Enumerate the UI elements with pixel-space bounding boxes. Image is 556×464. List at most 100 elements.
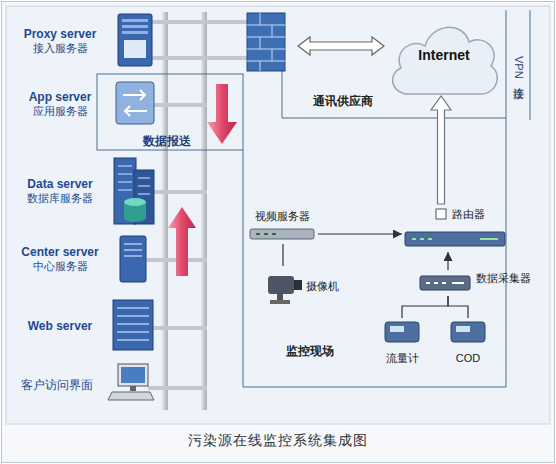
node-label: Proxy server — [12, 27, 108, 41]
node-label: 数据库服务器 — [12, 191, 108, 205]
annotation-label: VPN连接 — [511, 56, 526, 79]
node-label: Web server — [12, 319, 108, 333]
label-block: 客户访问界面 — [6, 362, 108, 408]
bus-link — [151, 103, 207, 107]
server-stripe — [117, 308, 149, 340]
monitor-icon — [118, 364, 148, 386]
label-block: App server应用服务器 — [12, 80, 108, 128]
server-node: App server应用服务器 — [12, 80, 152, 128]
connector — [448, 296, 468, 318]
connector — [318, 233, 402, 234]
node-label: Center server — [12, 245, 108, 259]
label-block: Center server中心服务器 — [12, 235, 108, 283]
connector — [402, 296, 448, 318]
node-label: COD — [444, 351, 492, 365]
node-label: 视频服务器 — [246, 209, 318, 223]
device-lights — [412, 238, 498, 240]
database-cylinder — [124, 198, 146, 206]
camera-mount — [277, 294, 283, 301]
server-icon — [118, 14, 152, 66]
node-label: Data server — [12, 177, 108, 191]
meter-screen — [390, 326, 404, 332]
outline-box — [97, 74, 243, 150]
bus-bar — [162, 12, 168, 410]
bus-link — [151, 326, 207, 330]
label-block: 路由器 — [452, 206, 506, 222]
bus-link — [148, 386, 207, 390]
meter-icon — [451, 322, 485, 342]
server-node: Proxy server接入服务器 — [12, 14, 152, 68]
bus-bar — [201, 12, 207, 410]
device-node: 数据采集器 — [418, 270, 540, 296]
label-block: 视频服务器 — [246, 208, 318, 224]
double-arrow — [298, 37, 384, 55]
label-block: Proxy server接入服务器 — [12, 14, 108, 68]
server-node: Center server中心服务器 — [12, 235, 150, 283]
label-block: COD — [444, 350, 492, 366]
meter-icon — [385, 322, 419, 342]
up-arrow — [168, 207, 196, 276]
device-node: 视频服务器 — [246, 208, 318, 244]
device-node: 路由器 — [402, 204, 508, 252]
device-lights — [256, 233, 276, 235]
video-server-icon — [250, 229, 314, 239]
node-label: 摄像机 — [306, 279, 346, 293]
server-node: Web server — [12, 300, 154, 352]
annotation-label: 数据报送 — [143, 133, 191, 150]
server-stripe — [124, 244, 142, 256]
annotation-label: 通讯供应商 — [313, 93, 373, 110]
app-server-icon — [116, 82, 154, 124]
server-stripe — [122, 25, 148, 28]
node-label: Internet — [385, 47, 503, 63]
monitor-screen — [121, 367, 145, 383]
device-node: 流量计 — [378, 318, 426, 366]
bus-link — [151, 190, 207, 194]
server-node: Data server数据库服务器 — [12, 155, 154, 227]
camera-base — [270, 300, 290, 304]
camera-lens — [294, 280, 302, 290]
vpn-line — [530, 10, 531, 120]
node-label: 应用服务器 — [12, 104, 108, 118]
server-icon — [120, 236, 146, 282]
firewall-bricks — [247, 13, 285, 71]
node-label: 中心服务器 — [12, 259, 108, 273]
device-node: 摄像机 — [262, 266, 346, 308]
vpn-line — [243, 10, 506, 387]
firewall-icon — [247, 13, 285, 71]
node-label: App server — [12, 90, 108, 104]
server-stripe — [122, 31, 148, 34]
label-block: 数据采集器 — [476, 270, 540, 286]
router-icon — [405, 232, 505, 246]
device-node: COD — [444, 318, 492, 366]
down-arrow — [207, 84, 237, 144]
node-label: 客户访问界面 — [6, 378, 108, 392]
server-stripe — [122, 19, 148, 22]
database-cylinder — [124, 214, 146, 222]
label-block: 摄像机 — [306, 278, 346, 294]
collector-icon — [420, 276, 470, 290]
annotation-label: 监控现场 — [286, 343, 334, 360]
bus-link — [151, 20, 247, 24]
node-label: 接入服务器 — [12, 41, 108, 55]
meter-screen — [456, 326, 470, 332]
label-block: Internet — [385, 18, 503, 92]
keyboard-icon — [108, 392, 154, 400]
node-label: 流量计 — [378, 351, 426, 365]
node-label: 路由器 — [452, 207, 506, 221]
node-label: 数据采集器 — [476, 271, 540, 285]
server-panel — [124, 40, 146, 58]
port-icon — [436, 209, 446, 219]
device-lights — [426, 282, 464, 284]
caption: 污染源在线监控系统集成图 — [0, 432, 556, 450]
label-block: Web server — [12, 300, 108, 352]
camera-icon — [268, 276, 294, 294]
server-icon — [113, 300, 153, 350]
exchange-arrows — [123, 90, 147, 116]
panel — [6, 6, 550, 424]
connector — [282, 244, 283, 266]
tower-windows — [118, 166, 150, 194]
cloud-node: Internet — [385, 14, 503, 96]
hollow-arrow — [431, 96, 451, 204]
